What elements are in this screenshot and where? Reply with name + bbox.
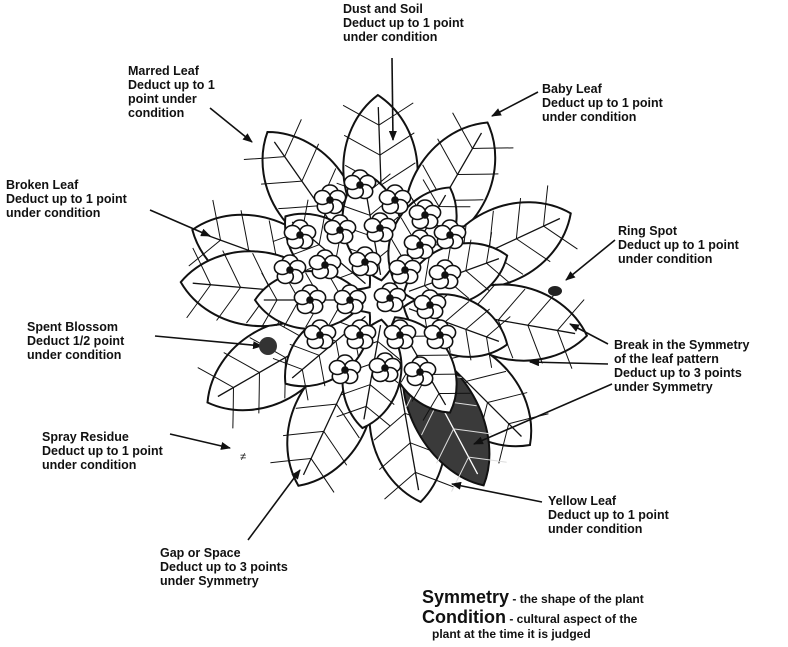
callout-line: condition (128, 106, 215, 120)
callout-line: under condition (618, 252, 739, 266)
leader-gap-space (248, 470, 300, 540)
legend-symmetry: Symmetry - the shape of the plant (422, 588, 644, 608)
leader-symmetry-2 (530, 362, 608, 364)
callout-line: Deduct up to 3 points (160, 560, 288, 574)
callout-title: Break in the Symmetry (614, 338, 749, 352)
callout-gap-space: Gap or Space Deduct up to 3 points under… (160, 546, 288, 588)
callout-line: under condition (27, 348, 124, 362)
callout-title: Spray Residue (42, 430, 163, 444)
callout-baby-leaf: Baby Leaf Deduct up to 1 point under con… (542, 82, 663, 124)
callout-line: Deduct up to 3 points (614, 366, 749, 380)
spray-residue-mark: ≠ (240, 451, 246, 463)
callout-line: under condition (548, 522, 669, 536)
callout-title: Broken Leaf (6, 178, 127, 192)
callout-title: Gap or Space (160, 546, 288, 560)
legend-symmetry-term: Symmetry (422, 587, 509, 607)
blossom (374, 283, 405, 312)
callout-symmetry-break: Break in the Symmetry of the leaf patter… (614, 338, 749, 394)
callout-yellow-leaf: Yellow Leaf Deduct up to 1 point under c… (548, 494, 669, 536)
callout-title: Ring Spot (618, 224, 739, 238)
callout-title: Baby Leaf (542, 82, 663, 96)
leader-spray-residue (170, 434, 230, 448)
callout-line: under Symmetry (614, 380, 749, 394)
callout-spent-blossom: Spent Blossom Deduct 1/2 point under con… (27, 320, 124, 362)
callout-broken-leaf: Broken Leaf Deduct up to 1 point under c… (6, 178, 127, 220)
callout-title: Dust and Soil (343, 2, 464, 16)
legend: Symmetry - the shape of the plant Condit… (422, 588, 644, 641)
callout-line: under condition (42, 458, 163, 472)
leader-broken-leaf (150, 210, 210, 236)
legend-condition-definition: - cultural aspect of the (506, 612, 637, 626)
callout-line: of the leaf pattern (614, 352, 749, 366)
legend-condition-term: Condition (422, 607, 506, 627)
legend-condition: Condition - cultural aspect of the (422, 608, 644, 628)
callout-line: point under (128, 92, 215, 106)
callout-title: Marred Leaf (128, 64, 215, 78)
callout-line: under condition (6, 206, 127, 220)
callout-title: Yellow Leaf (548, 494, 669, 508)
legend-symmetry-definition: - the shape of the plant (509, 592, 644, 606)
callout-line: Deduct up to 1 point (6, 192, 127, 206)
spent-blossom-mark (259, 337, 277, 355)
leader-baby-leaf (492, 92, 538, 116)
callout-title: Spent Blossom (27, 320, 124, 334)
callout-line: Deduct 1/2 point (27, 334, 124, 348)
callout-spray-residue: Spray Residue Deduct up to 1 point under… (42, 430, 163, 472)
callout-line: under Symmetry (160, 574, 288, 588)
callout-dust-soil: Dust and Soil Deduct up to 1 point under… (343, 2, 464, 44)
callout-ring-spot: Ring Spot Deduct up to 1 point under con… (618, 224, 739, 266)
callout-line: Deduct up to 1 point (542, 96, 663, 110)
callout-line: Deduct up to 1 point (548, 508, 669, 522)
callout-line: Deduct up to 1 point (618, 238, 739, 252)
callout-line: under condition (542, 110, 663, 124)
ring-spot-mark (548, 286, 562, 296)
leader-dust-soil (392, 58, 393, 140)
callout-line: Deduct up to 1 point (343, 16, 464, 30)
callout-line: Deduct up to 1 (128, 78, 215, 92)
callout-marred-leaf: Marred Leaf Deduct up to 1 point under c… (128, 64, 215, 120)
legend-condition-definition-cont: plant at the time it is judged (432, 628, 644, 641)
callout-line: under condition (343, 30, 464, 44)
callout-line: Deduct up to 1 point (42, 444, 163, 458)
leader-marred-leaf (210, 108, 252, 142)
leader-yellow-leaf (452, 484, 542, 502)
